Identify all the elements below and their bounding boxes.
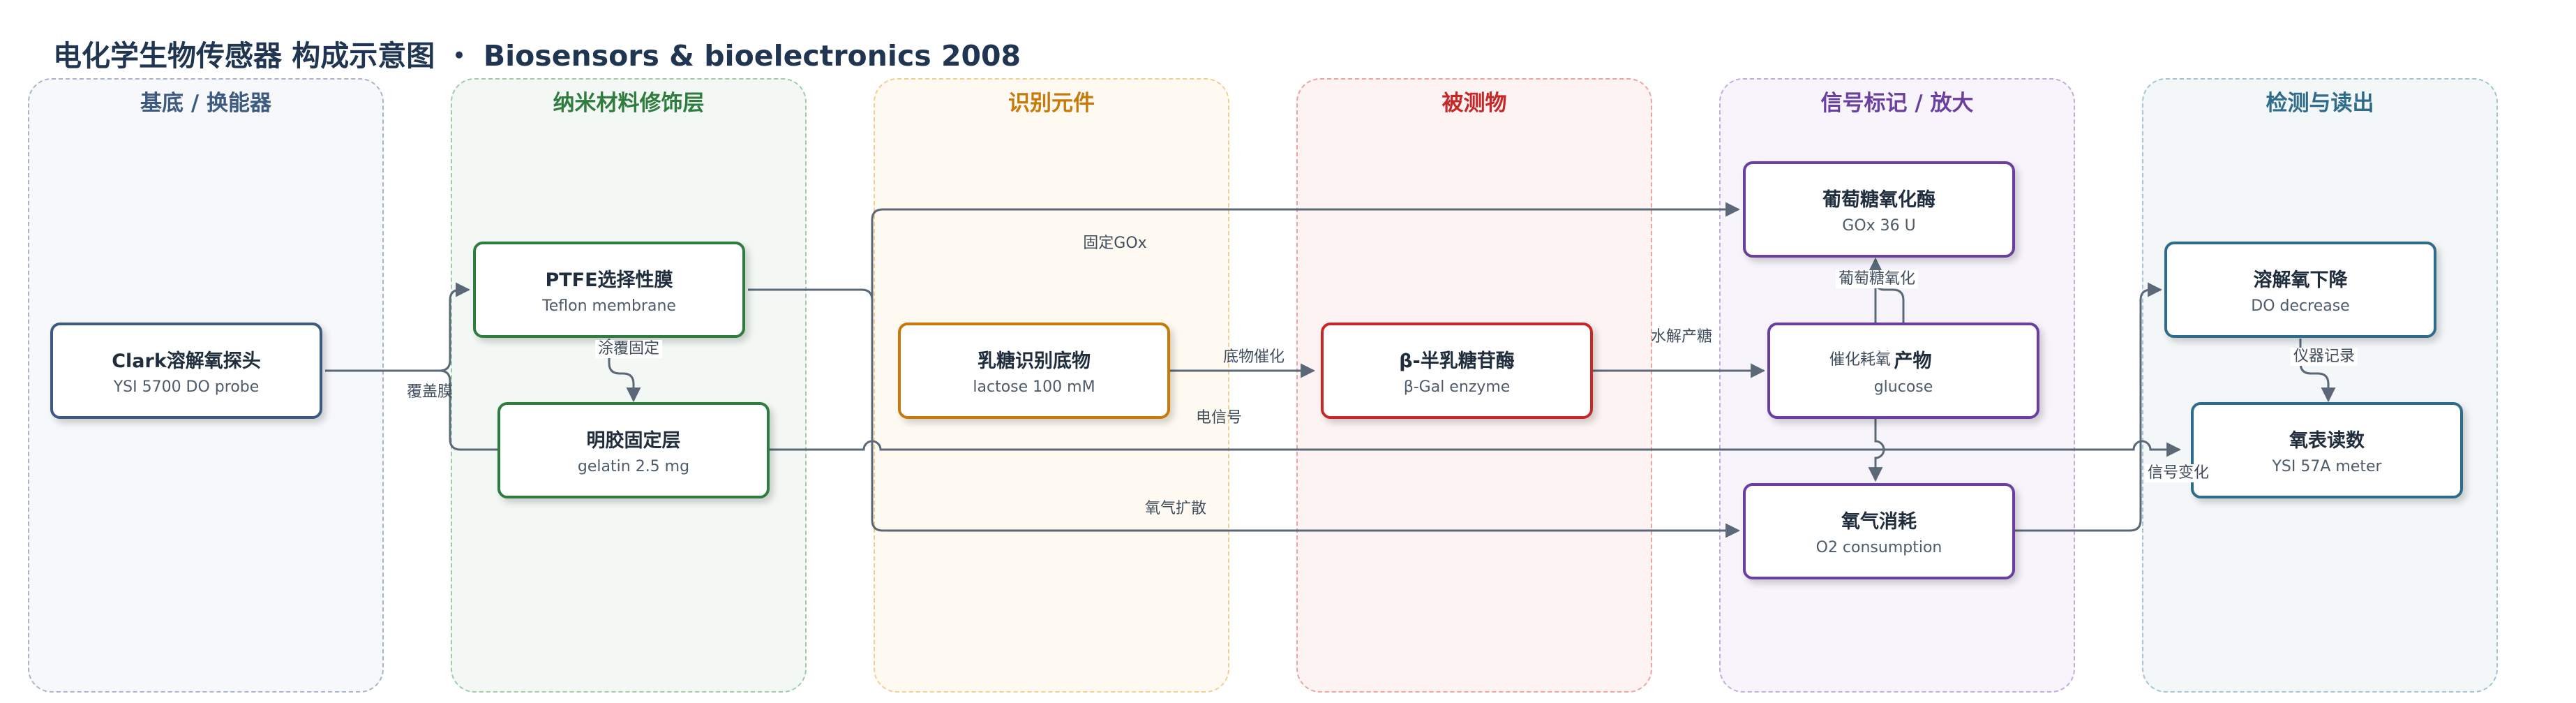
node-meter-reading: 氧表读数 YSI 57A meter [2191, 402, 2463, 498]
edge-label-o2-diffuse: 氧气扩散 [1144, 500, 1207, 517]
edge-ptfe-o2 [871, 300, 1741, 538]
lane-title-signal: 信号标记 / 放大 [1820, 91, 1974, 116]
node-glucose-product: 糖产物 glucose [1767, 323, 2039, 419]
node-gelatin-layer-title: 明胶固定层 [586, 430, 681, 452]
node-o2-consumption: 氧气消耗 O2 consumption [1743, 483, 2015, 579]
node-o2-consumption-sub: O2 consumption [1815, 539, 1942, 556]
node-bgal-enzyme-title: β-半乳糖苷酶 [1399, 350, 1515, 372]
node-o2-consumption-title: 氧气消耗 [1841, 511, 1917, 533]
node-ptfe-membrane-sub: Teflon membrane [542, 297, 676, 315]
node-gox-enzyme: 葡萄糖氧化酶 GOx 36 U [1743, 161, 2015, 258]
node-clark-probe-title: Clark溶解氧探头 [112, 350, 261, 372]
node-do-decrease-sub: DO decrease [2251, 297, 2350, 315]
node-meter-reading-sub: YSI 57A meter [2272, 458, 2382, 475]
node-clark-probe: Clark溶解氧探头 YSI 5700 DO probe [50, 323, 322, 419]
lane-title-detection: 检测与读出 [2266, 91, 2374, 116]
node-do-decrease-title: 溶解氧下降 [2253, 269, 2348, 291]
node-meter-reading-title: 氧表读数 [2289, 430, 2365, 452]
edge-label-glucose-ox: 葡萄糖氧化 [1835, 270, 1919, 288]
edge-label-e-signal: 电信号 [1195, 409, 1243, 427]
node-lactose-substrate-title: 乳糖识别底物 [978, 350, 1091, 372]
edge-label-hydrolysis: 水解产糖 [1650, 328, 1713, 346]
lane-title-nanomaterial: 纳米材料修饰层 [553, 91, 705, 116]
edge-gox-o2 [1868, 259, 1885, 482]
node-lactose-substrate-sub: lactose 100 mM [973, 378, 1095, 396]
edge-label-record: 仪器记录 [2290, 348, 2358, 366]
node-bgal-enzyme-sub: β-Gal enzyme [1403, 378, 1511, 396]
lane-nanomaterial [451, 78, 807, 693]
lane-title-substrate: 基底 / 换能器 [140, 91, 271, 116]
edge-label-substrate-cat: 底物催化 [1222, 348, 1285, 366]
edge-label-fix-gox: 固定GOx [1083, 235, 1147, 252]
edge-glucose-gox [1868, 257, 1905, 323]
edge-do-meter [2299, 339, 2336, 403]
node-gox-enzyme-title: 葡萄糖氧化酶 [1822, 189, 1935, 211]
node-ptfe-membrane: PTFE选择性膜 Teflon membrane [473, 242, 745, 338]
lane-title-analyte: 被测物 [1441, 91, 1507, 116]
page-title: 电化学生物传感器 构成示意图 ・ Biosensors & bioelectro… [53, 39, 1021, 73]
node-gox-enzyme-sub: GOx 36 U [1842, 217, 1916, 235]
node-gelatin-layer-sub: gelatin 2.5 mg [577, 458, 690, 475]
node-glucose-product-sub: glucose [1873, 378, 1933, 396]
lane-title-recognition: 识别元件 [1008, 91, 1095, 116]
node-do-decrease: 溶解氧下降 DO decrease [2164, 242, 2436, 338]
lane-detection [2142, 78, 2498, 693]
edge-label-cover: 覆盖膜 [406, 383, 454, 401]
edge-label-coat: 涂覆固定 [594, 340, 663, 358]
node-gelatin-layer: 明胶固定层 gelatin 2.5 mg [497, 402, 770, 498]
node-ptfe-membrane-title: PTFE选择性膜 [545, 269, 673, 291]
edge-label-cat-consume: 催化耗氧 [1826, 351, 1894, 369]
node-clark-probe-sub: YSI 5700 DO probe [113, 378, 260, 396]
edge-ptfe-gelatin [608, 339, 641, 403]
edge-clark-ptfe [325, 282, 471, 372]
node-bgal-enzyme: β-半乳糖苷酶 β-Gal enzyme [1321, 323, 1593, 419]
edge-ptfe-gox [748, 202, 1741, 301]
edge-label-signal-change: 信号变化 [2144, 464, 2212, 482]
edge-o2-do [2015, 282, 2163, 532]
node-lactose-substrate: 乳糖识别底物 lactose 100 mM [898, 323, 1170, 419]
